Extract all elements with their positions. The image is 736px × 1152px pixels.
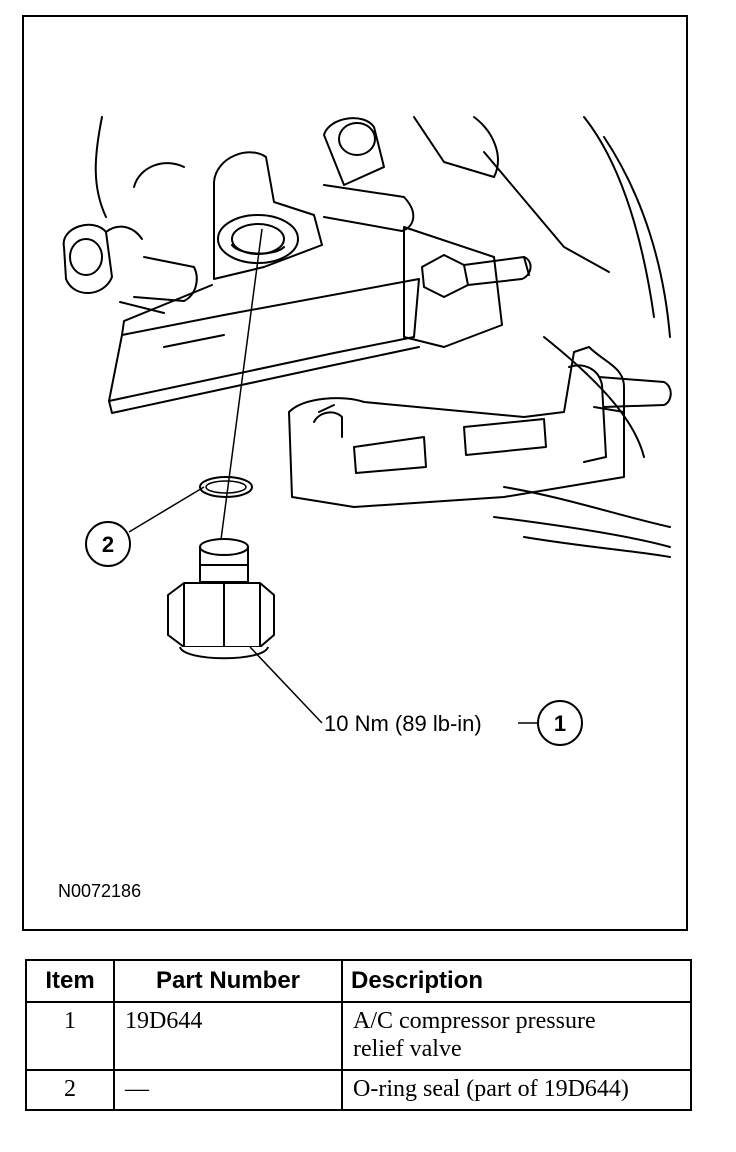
callout-2-circle — [85, 521, 131, 567]
table-row: 1 19D644 A/C compressor pressure relief … — [25, 1001, 692, 1071]
row-part-number: — — [113, 1069, 343, 1111]
row-item: 1 — [25, 1001, 115, 1071]
compressor-body-drawing — [62, 116, 672, 558]
table-header-row: Item Part Number Description — [25, 959, 692, 1003]
header-item: Item — [25, 959, 115, 1003]
torque-label: 10 Nm (89 lb-in) — [324, 711, 482, 736]
row-description: A/C compressor pressure relief valve — [341, 1001, 692, 1071]
pressure-relief-valve — [167, 538, 275, 660]
row-description: O-ring seal (part of 19D644) — [341, 1069, 692, 1111]
o-ring-seal — [199, 476, 253, 498]
callout-1-circle — [537, 700, 583, 746]
callout-2-leader — [128, 486, 205, 533]
row-part-number: 19D644 — [113, 1001, 343, 1071]
figure-id: N0072186 — [58, 881, 142, 901]
header-part-number: Part Number — [113, 959, 343, 1003]
callout-2-number: 2 — [102, 532, 114, 557]
callout-1-leader — [249, 646, 323, 724]
installation-line — [219, 228, 263, 548]
compressor-illustration: 2 10 Nm (89 lb-in) 1 — [62, 116, 672, 746]
table-row: 2 — O-ring seal (part of 19D644) — [25, 1069, 692, 1111]
header-description: Description — [341, 959, 692, 1003]
parts-table: Item Part Number Description 1 19D644 A/… — [25, 959, 692, 1111]
callout-1-number: 1 — [554, 711, 566, 736]
row-item: 2 — [25, 1069, 115, 1111]
figure-frame: 2 10 Nm (89 lb-in) 1 N0072186 — [22, 15, 688, 931]
